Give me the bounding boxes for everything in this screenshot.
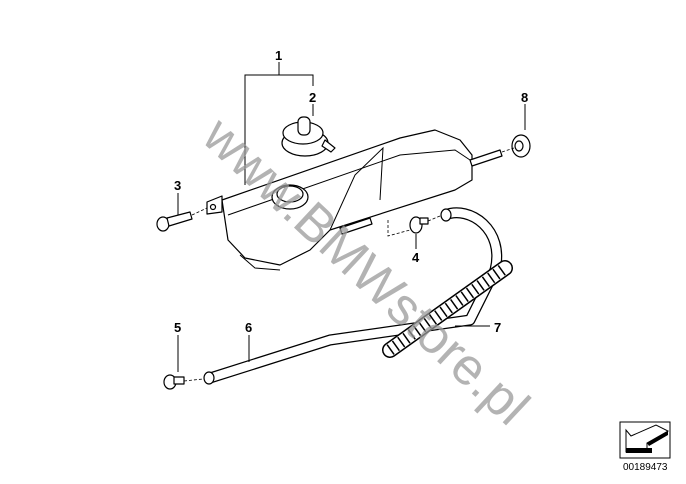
expansion-tank [206,129,503,271]
grommet-part-8 [501,104,531,158]
clamp-part-4 [387,215,441,249]
callout-2[interactable]: 2 [309,90,316,105]
cap-part-2 [281,116,336,157]
callout-6[interactable]: 6 [245,320,252,335]
arrow-back-icon[interactable] [619,421,671,459]
image-number: 00189473 [623,462,668,473]
bolt-part-3 [156,193,208,232]
callout-8[interactable]: 8 [521,90,528,105]
leader-1 [244,62,314,185]
sleeve-part-7 [382,260,513,358]
callout-4[interactable]: 4 [412,250,420,265]
callout-1[interactable]: 1 [275,48,282,63]
clamp-part-5 [163,335,204,390]
callout-7[interactable]: 7 [494,320,501,335]
callout-5[interactable]: 5 [174,320,181,335]
callout-3[interactable]: 3 [174,178,181,193]
